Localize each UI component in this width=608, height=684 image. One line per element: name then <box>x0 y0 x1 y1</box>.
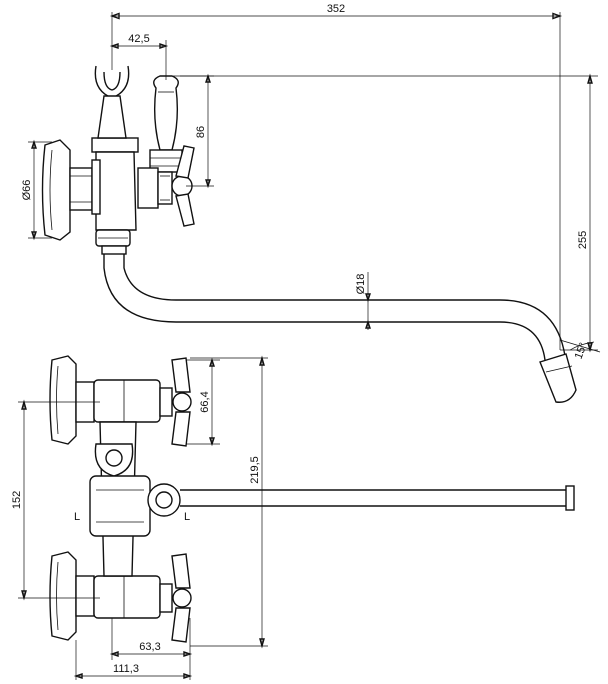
ceramic-lever-handle <box>149 75 183 173</box>
upper-wall-flange <box>49 355 95 445</box>
front-elevation-view: L L 66,4 219,5 152 <box>11 355 575 680</box>
dim-spout-height: 219,5 <box>190 355 268 649</box>
bracket-markers: L L <box>74 511 190 523</box>
central-mixer-body <box>89 421 151 577</box>
wall-flange <box>41 139 93 241</box>
mixer-body <box>91 137 139 255</box>
dim-total-length-label: 352 <box>327 3 345 15</box>
dim-body-depth-label: 111,3 <box>113 663 139 675</box>
side-elevation-view: 352 42,5 86 Ø66 <box>21 3 601 403</box>
dim-body-depth: 111,3 <box>73 640 193 680</box>
dim-spout-angle: 15° <box>559 339 601 361</box>
dim-handle-reach: 63,3 <box>109 618 193 660</box>
dim-handle-height-label: 86 <box>195 126 207 138</box>
dim-total-height: 255 <box>180 73 598 353</box>
dim-upper-valve-offset-label: 66,4 <box>199 391 211 412</box>
dim-hook-offset-label: 42,5 <box>128 33 149 45</box>
dim-spout-diameter-label: Ø18 <box>355 274 367 295</box>
dim-spout-height-label: 219,5 <box>249 456 261 484</box>
dim-total-height-label: 255 <box>577 231 589 249</box>
dim-spout-angle-label: 15° <box>573 341 590 361</box>
lower-wall-flange <box>49 551 95 641</box>
dim-flange-diameter-label: Ø66 <box>21 180 33 201</box>
spout-arm <box>147 483 575 517</box>
dim-center-distance-label: 152 <box>11 491 23 509</box>
dim-handle-reach-label: 63,3 <box>139 641 160 653</box>
shower-holder-hook <box>94 65 130 139</box>
swivel-spout <box>103 254 577 403</box>
left-bracket-marker: L <box>74 511 80 523</box>
dim-total-length: 352 <box>109 3 563 350</box>
dim-flange-diameter: Ø66 <box>21 139 52 241</box>
upper-valve <box>93 357 192 447</box>
dim-hook-offset: 42,5 <box>109 33 169 80</box>
lower-valve <box>93 553 192 643</box>
right-bracket-marker: L <box>184 511 190 523</box>
dim-spout-diameter: Ø18 <box>355 272 371 330</box>
dim-upper-valve-offset: 66,4 <box>186 357 220 447</box>
dim-center-distance: 152 <box>11 399 100 601</box>
cross-handle-valve <box>137 145 195 227</box>
